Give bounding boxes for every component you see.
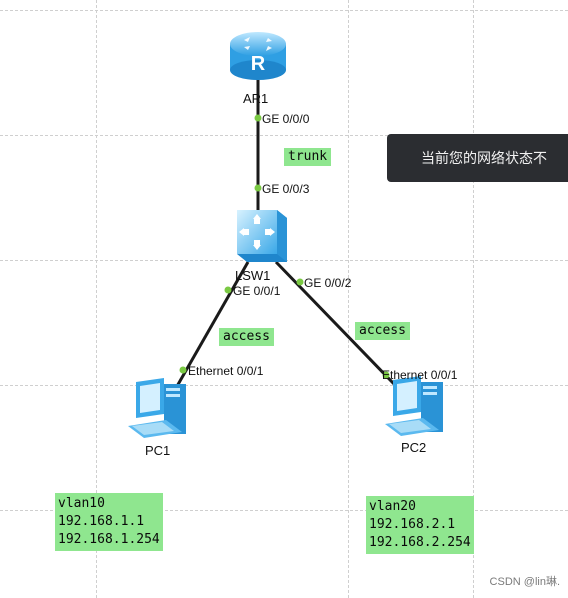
port-dot [224, 286, 232, 294]
note-line: 192.168.2.254 [369, 535, 471, 550]
port-label: GE 0/0/3 [262, 182, 310, 196]
grid-line [0, 385, 568, 386]
link-lsw1-pc1[interactable] [174, 261, 250, 389]
note-line: vlan10 [58, 496, 105, 511]
grid-line [473, 0, 474, 598]
port-label: GE 0/0/1 [233, 284, 281, 298]
svg-text:R: R [251, 53, 266, 75]
grid-line [0, 135, 568, 136]
port-dot [296, 278, 304, 286]
link-tag-access: access [355, 322, 410, 340]
pc1-vlan-note: vlan10 192.168.1.1 192.168.1.254 [55, 493, 163, 551]
link-tag-access: access [219, 328, 274, 346]
port-label: Ethernet 0/0/1 [188, 364, 264, 378]
port-dot [382, 371, 390, 379]
computer-icon[interactable] [126, 378, 194, 440]
computer-icon[interactable] [383, 376, 451, 438]
router-name: AR1 [243, 91, 269, 106]
grid-line [0, 510, 568, 511]
grid-line [348, 0, 349, 598]
note-line: vlan20 [369, 499, 416, 514]
switch-name: LSW1 [235, 268, 271, 283]
port-dot [254, 114, 262, 122]
port-dot [254, 184, 262, 192]
pc1-name: PC1 [145, 443, 171, 458]
port-label: Ethernet 0/0/1 [382, 368, 458, 382]
link-tag-trunk: trunk [284, 148, 332, 166]
pc2-vlan-note: vlan20 192.168.2.1 192.168.2.254 [366, 496, 474, 554]
pc2-name: PC2 [401, 440, 427, 455]
note-line: 192.168.1.254 [58, 532, 160, 547]
router-icon[interactable]: R [228, 28, 288, 82]
port-label: GE 0/0/2 [304, 276, 352, 290]
switch-icon[interactable] [229, 208, 289, 264]
link-lsw1-pc2[interactable] [274, 260, 396, 386]
network-status-toast: 当前您的网络状态不 [387, 134, 568, 182]
grid-line [96, 0, 97, 598]
port-label: GE 0/0/0 [262, 112, 310, 126]
watermark: CSDN @lin琳. [489, 576, 560, 588]
note-line: 192.168.1.1 [58, 514, 145, 529]
note-line: 192.168.2.1 [369, 517, 456, 532]
port-dot [179, 366, 187, 374]
grid-line [0, 10, 568, 11]
